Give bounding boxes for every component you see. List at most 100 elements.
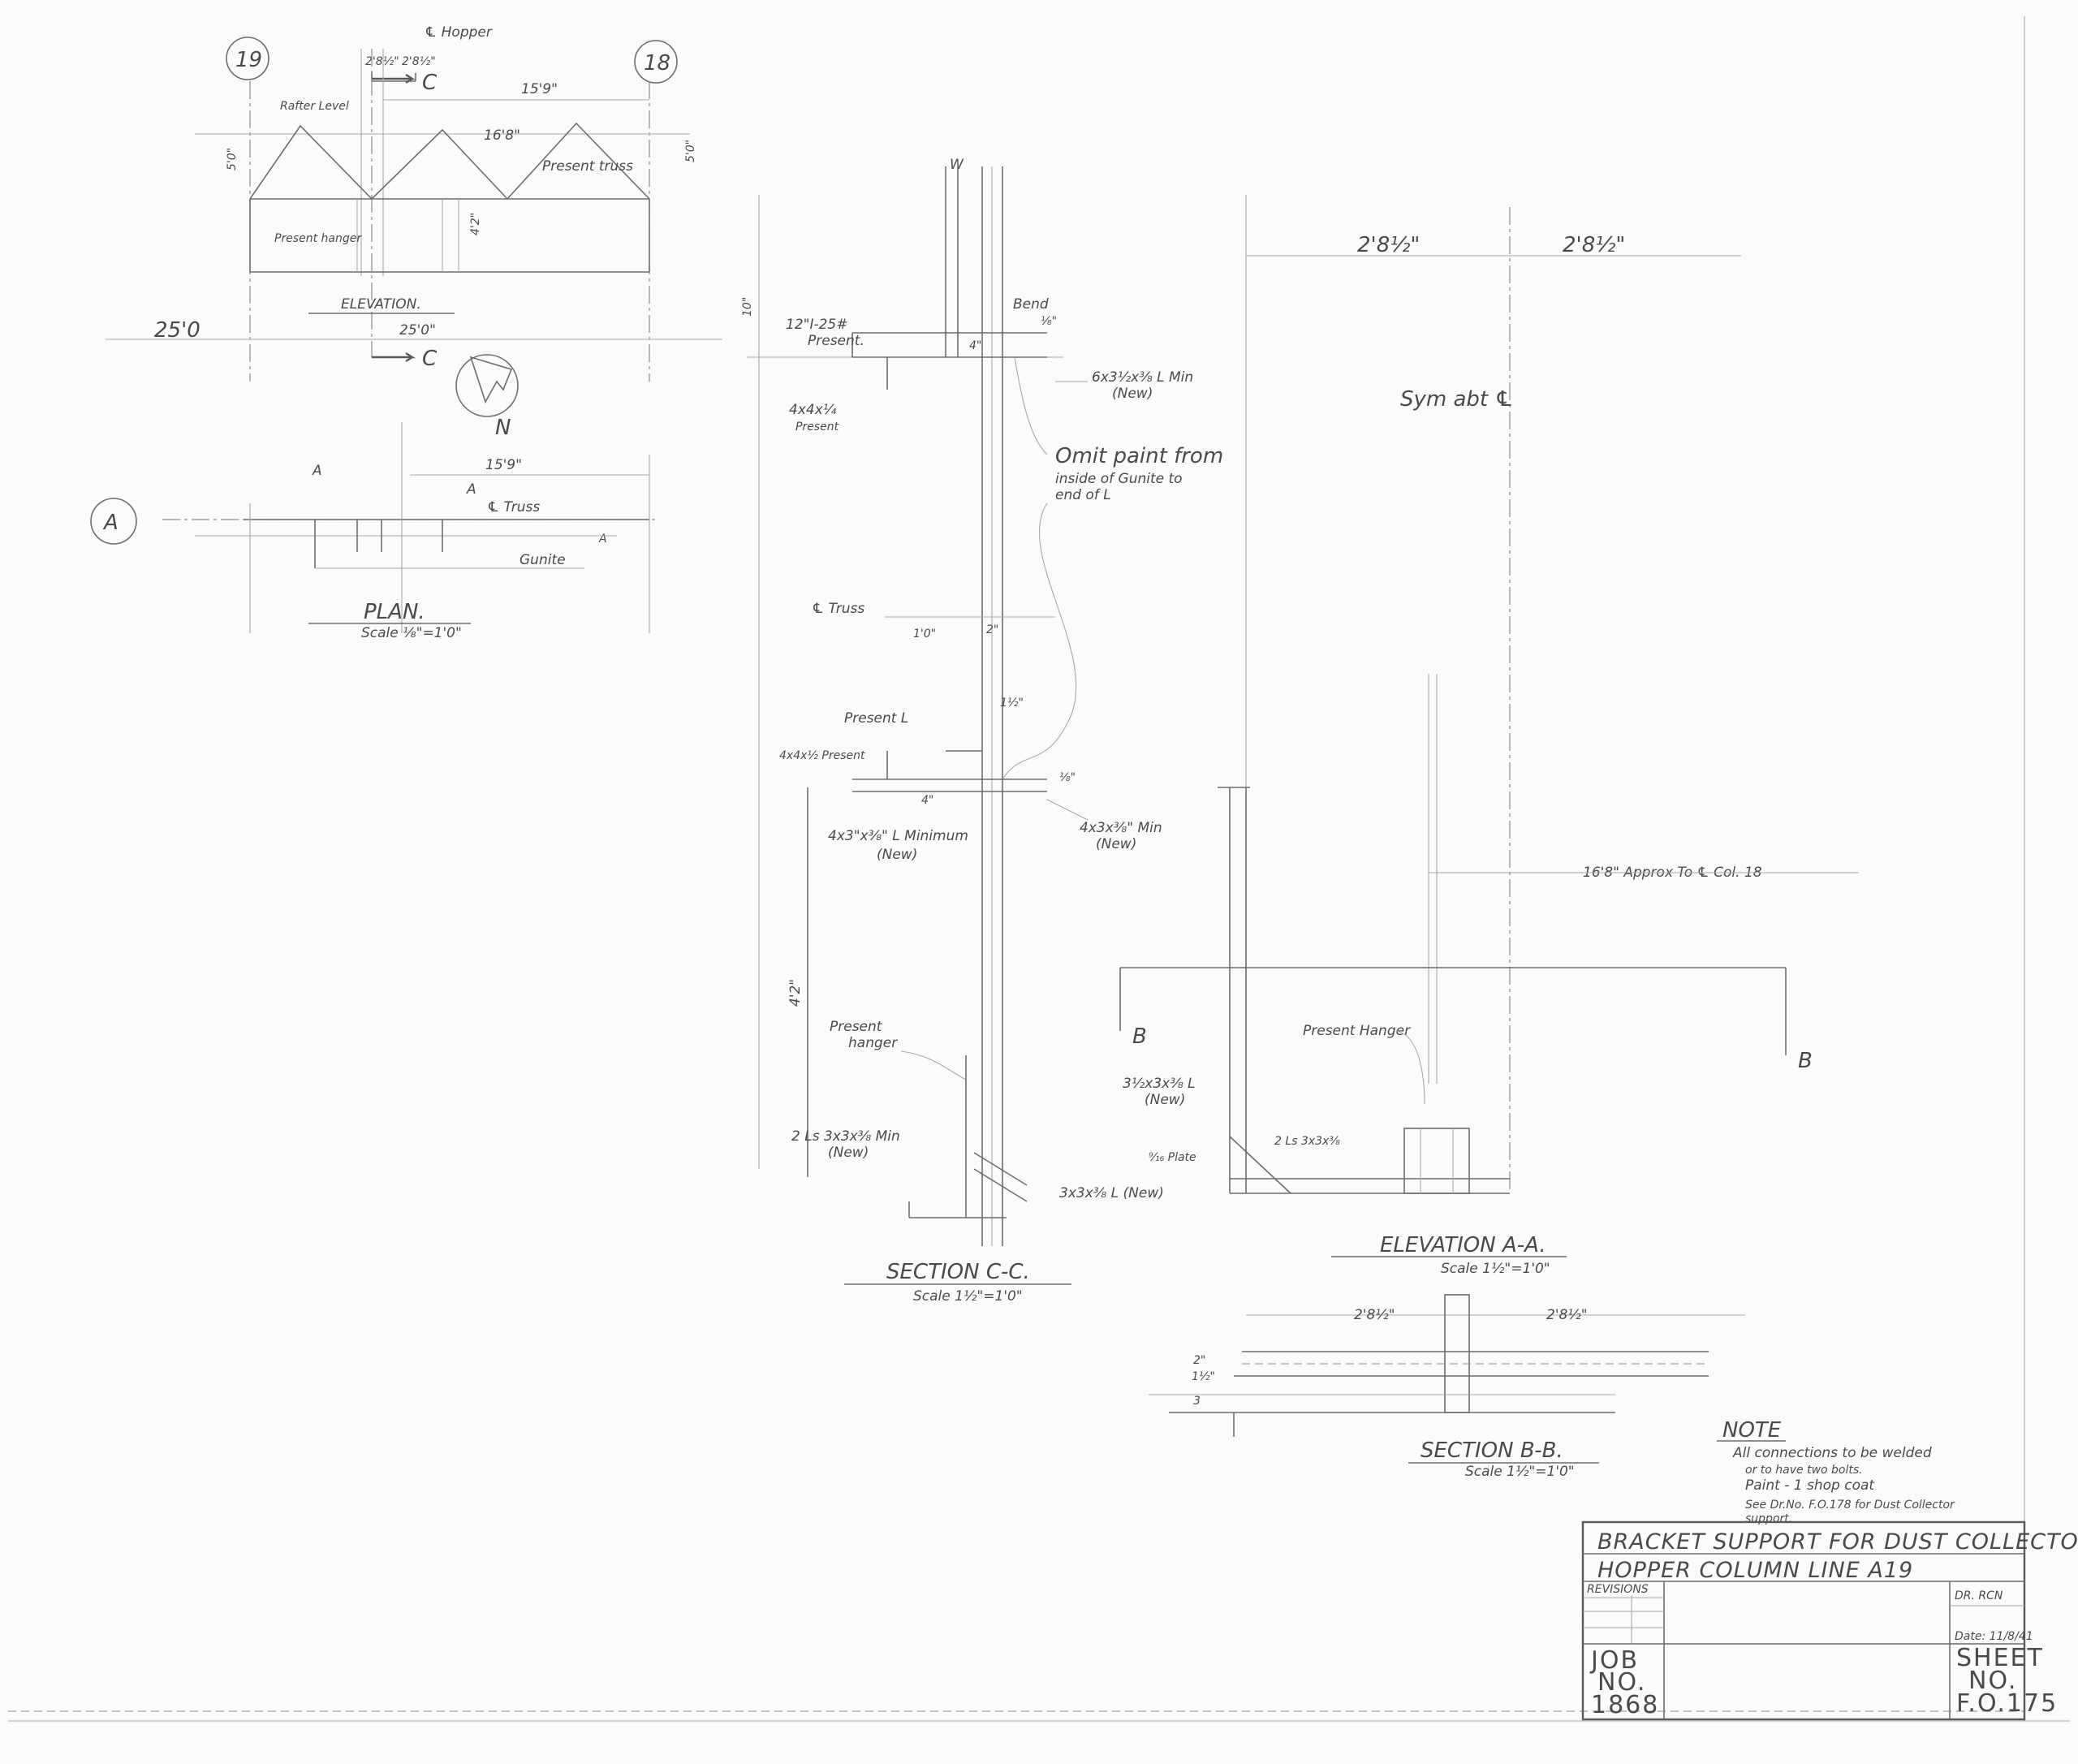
section-bb-view: 2'8½" 2'8½" 2" 1½" 3 SECTION B-B. Scale … <box>1149 1294 1745 1480</box>
dim-two: 2" <box>986 623 998 636</box>
dim-four-top: 4" <box>969 339 981 352</box>
note-line-4: See Dr.No. F.O.178 for Dust Collector <box>1745 1499 1955 1512</box>
dim-bay-outer: 25'0 <box>154 318 200 343</box>
dim-bay-inner: 25'0" <box>399 322 436 339</box>
dim-height-left: 5'0" <box>226 148 239 170</box>
present-hanger-label: Present hanger <box>274 232 362 245</box>
drawing-date: Date: 11/8/41 <box>1955 1630 2033 1643</box>
angle-mid-right: 4x3x⅜" Min <box>1080 820 1162 836</box>
angle-top-new: (New) <box>1112 386 1153 402</box>
job-label-1: JOB <box>1589 1646 1639 1675</box>
rafter-level-label: Rafter Level <box>280 100 349 113</box>
section-cc-title: SECTION C-C. <box>886 1260 1030 1284</box>
omit-paint-1: Omit paint from <box>1055 444 1223 468</box>
note-line-1: All connections to be welded <box>1732 1445 1932 1461</box>
elevation-aa-view: 2'8½" 2'8½" Sym abt ℄ 16'8" Approx To ℄ … <box>1119 195 1859 1277</box>
angle-present-label: Present <box>795 421 839 433</box>
column-web <box>945 166 1003 1246</box>
job-label-2: NO. <box>1597 1668 1646 1697</box>
plan-truss-cl: ℄ Truss <box>487 499 540 515</box>
title-line-1: BRACKET SUPPORT FOR DUST COLLECTOR. <box>1597 1529 2078 1555</box>
truss-cl-label: ℄ Truss <box>812 601 864 617</box>
plan-mark-a1: A <box>312 463 322 479</box>
aa-angle-brace-new: (New) <box>1145 1092 1185 1108</box>
present-hanger-2: hanger <box>848 1035 898 1051</box>
dim-left: 2'8½" <box>365 55 399 68</box>
title-line-2: HOPPER COLUMN LINE A19 <box>1597 1558 1913 1583</box>
angle-mid-right-new: (New) <box>1096 836 1136 852</box>
dim-hanger: 4'2" <box>469 213 482 235</box>
aa-dim-right: 2'8½" <box>1563 233 1625 257</box>
grid-bubble-a <box>90 498 137 545</box>
grid-bubble-19 <box>226 37 269 80</box>
note-line-2: or to have two bolts. <box>1745 1464 1863 1477</box>
title-block: BRACKET SUPPORT FOR DUST COLLECTOR. HOPP… <box>1581 1520 2078 1721</box>
aa-angle-brace: 3½x3x⅜ L <box>1123 1076 1196 1092</box>
angle-present: 4x4x¼ <box>789 402 837 418</box>
bb-dim-right: 2'8½" <box>1546 1307 1588 1323</box>
angle-bottom: 2 Ls 3x3x⅜ Min <box>791 1128 900 1145</box>
omit-paint-2: inside of Gunite to <box>1055 471 1183 487</box>
elevation-view: 19 18 ℄ Hopper 2'8½" 2'8½" C Rafter Leve… <box>106 24 722 382</box>
bb-dim-c: 3 <box>1193 1395 1201 1408</box>
plan-view: A A A A 15'9" ℄ Truss Gunite PLAN. Scale… <box>90 422 657 641</box>
section-mark-c-top: C <box>422 71 438 95</box>
plate-label: ⁹⁄₁₆ Plate <box>1149 1151 1196 1164</box>
angle-mid-left-new: (New) <box>877 847 917 863</box>
sheet-number: F.O.175 <box>1956 1689 2058 1718</box>
truss-outline <box>249 122 650 273</box>
beam-size: 12"I-25# <box>786 317 847 333</box>
plan-gunite: Gunite <box>520 552 566 568</box>
sheet-label-2: NO. <box>1968 1667 2017 1695</box>
grid-mark-a: A <box>102 511 119 535</box>
section-cc-scale: Scale 1½"=1'0" <box>913 1288 1023 1305</box>
present-truss-label: Present truss <box>542 158 633 175</box>
dim-one-half: 1½" <box>1000 697 1024 709</box>
angle-mid-left: 4x3"x⅜" L Minimum <box>828 828 968 844</box>
sym-label: Sym abt ℄ <box>1400 387 1514 412</box>
section-mark-c-bottom: C <box>422 347 438 371</box>
omit-paint-3: end of L <box>1055 487 1111 503</box>
dim-eighth-mid: ⅛" <box>1059 771 1076 784</box>
general-notes: NOTE All connections to be welded or to … <box>1717 1418 1955 1525</box>
dim-top: 10" <box>741 297 754 317</box>
dim-one-ft: 1'0" <box>913 628 936 640</box>
bb-title: SECTION B-B. <box>1421 1438 1563 1463</box>
aa-present-hanger: Present Hanger <box>1303 1023 1411 1039</box>
cut-b-right: B <box>1798 1049 1813 1073</box>
angle-present-mid: 4x4x½ Present <box>779 749 865 762</box>
sheet-label-1: SHEET <box>1956 1644 2044 1672</box>
aa-title: ELEVATION A-A. <box>1380 1233 1546 1257</box>
plan-title: PLAN. <box>364 600 425 624</box>
present-l-label: Present L <box>844 710 908 727</box>
note-line-5: support. <box>1745 1512 1792 1525</box>
bb-dim-b: 1½" <box>1192 1370 1215 1383</box>
bend-label: Bend <box>1013 296 1049 313</box>
plan-mark-a2: A <box>466 481 476 498</box>
plan-scale: Scale ⅛"=1'0" <box>361 625 462 641</box>
aa-dim-left: 2'8½" <box>1357 233 1420 257</box>
section-cc-view: W 12"I-25# Present. 10" Bend ⅛" 4" 6x3½x… <box>741 157 1223 1305</box>
bb-dim-a: 2" <box>1193 1354 1205 1367</box>
w-mark: W <box>950 157 964 173</box>
dim-right: 2'8½" <box>402 55 436 68</box>
job-number: 1868 <box>1591 1691 1659 1719</box>
drawn-by: DR. RCN <box>1955 1589 2003 1602</box>
hopper-centerline-label: ℄ Hopper <box>425 24 493 41</box>
elevation-title: ELEVATION. <box>341 296 421 313</box>
aa-scale: Scale 1½"=1'0" <box>1441 1261 1550 1277</box>
bb-dim-left: 2'8½" <box>1354 1307 1395 1323</box>
note-heading: NOTE <box>1722 1418 1782 1443</box>
grid-bubble-18 <box>634 40 678 84</box>
dim-rafter: 16'8" <box>484 127 520 144</box>
dim-height: 4'2" <box>787 979 804 1007</box>
angles-pair: 2 Ls 3x3x⅜ <box>1274 1135 1340 1148</box>
present-hanger-1: Present <box>830 1019 883 1035</box>
dim-four-mid: 4" <box>921 794 933 807</box>
plan-dim-span: 15'9" <box>485 457 522 473</box>
dim-eighth-top: ⅛" <box>1041 315 1057 328</box>
dim-span: 15'9" <box>521 81 558 97</box>
north-arrow: N <box>455 354 519 440</box>
cut-b-left: B <box>1132 1024 1147 1049</box>
